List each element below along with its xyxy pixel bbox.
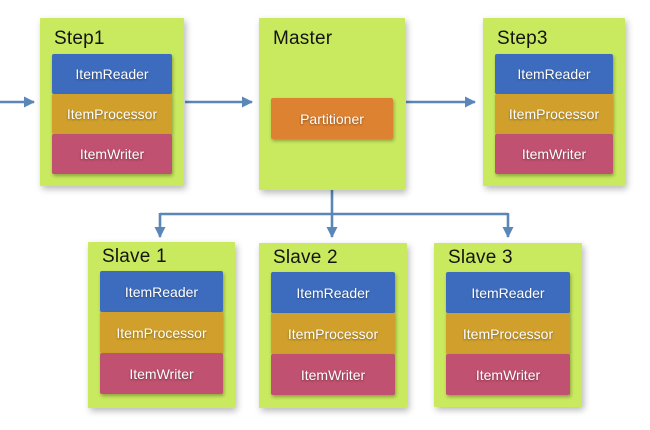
node-step1-components: ItemReader ItemProcessor ItemWriter xyxy=(52,54,172,174)
component-itemwriter: ItemWriter xyxy=(495,134,613,174)
component-itemprocessor: ItemProcessor xyxy=(446,313,570,354)
node-slave1: Slave 1 ItemReader ItemProcessor ItemWri… xyxy=(88,242,235,408)
node-slave2-title: Slave 2 xyxy=(273,247,338,268)
node-step3-title: Step3 xyxy=(497,28,548,49)
node-master-title: Master xyxy=(273,28,333,49)
component-itemwriter: ItemWriter xyxy=(446,354,570,395)
node-master: Master Partitioner xyxy=(259,18,405,190)
component-itemprocessor: ItemProcessor xyxy=(271,313,395,354)
component-itemreader: ItemReader xyxy=(52,54,172,94)
node-slave3-title: Slave 3 xyxy=(448,247,513,268)
node-slave1-components: ItemReader ItemProcessor ItemWriter xyxy=(100,271,223,394)
component-itemprocessor: ItemProcessor xyxy=(495,94,613,134)
node-step1: Step1 ItemReader ItemProcessor ItemWrite… xyxy=(40,18,184,186)
node-slave1-title: Slave 1 xyxy=(102,246,167,267)
component-itemreader: ItemReader xyxy=(446,272,570,313)
component-itemwriter: ItemWriter xyxy=(100,353,223,394)
component-itemwriter: ItemWriter xyxy=(52,134,172,174)
component-itemprocessor: ItemProcessor xyxy=(100,312,223,353)
component-itemreader: ItemReader xyxy=(495,54,613,94)
component-itemreader: ItemReader xyxy=(271,272,395,313)
node-slave3-components: ItemReader ItemProcessor ItemWriter xyxy=(446,272,570,395)
node-step3-components: ItemReader ItemProcessor ItemWriter xyxy=(495,54,613,174)
component-itemreader: ItemReader xyxy=(100,271,223,312)
node-slave2-components: ItemReader ItemProcessor ItemWriter xyxy=(271,272,395,395)
component-itemwriter: ItemWriter xyxy=(271,354,395,395)
component-itemprocessor: ItemProcessor xyxy=(52,94,172,134)
node-step1-title: Step1 xyxy=(54,28,105,49)
component-partitioner: Partitioner xyxy=(271,98,393,139)
node-slave3: Slave 3 ItemReader ItemProcessor ItemWri… xyxy=(434,243,582,407)
node-slave2: Slave 2 ItemReader ItemProcessor ItemWri… xyxy=(259,243,407,408)
node-step3: Step3 ItemReader ItemProcessor ItemWrite… xyxy=(483,18,625,186)
node-master-components: Partitioner xyxy=(271,54,393,139)
